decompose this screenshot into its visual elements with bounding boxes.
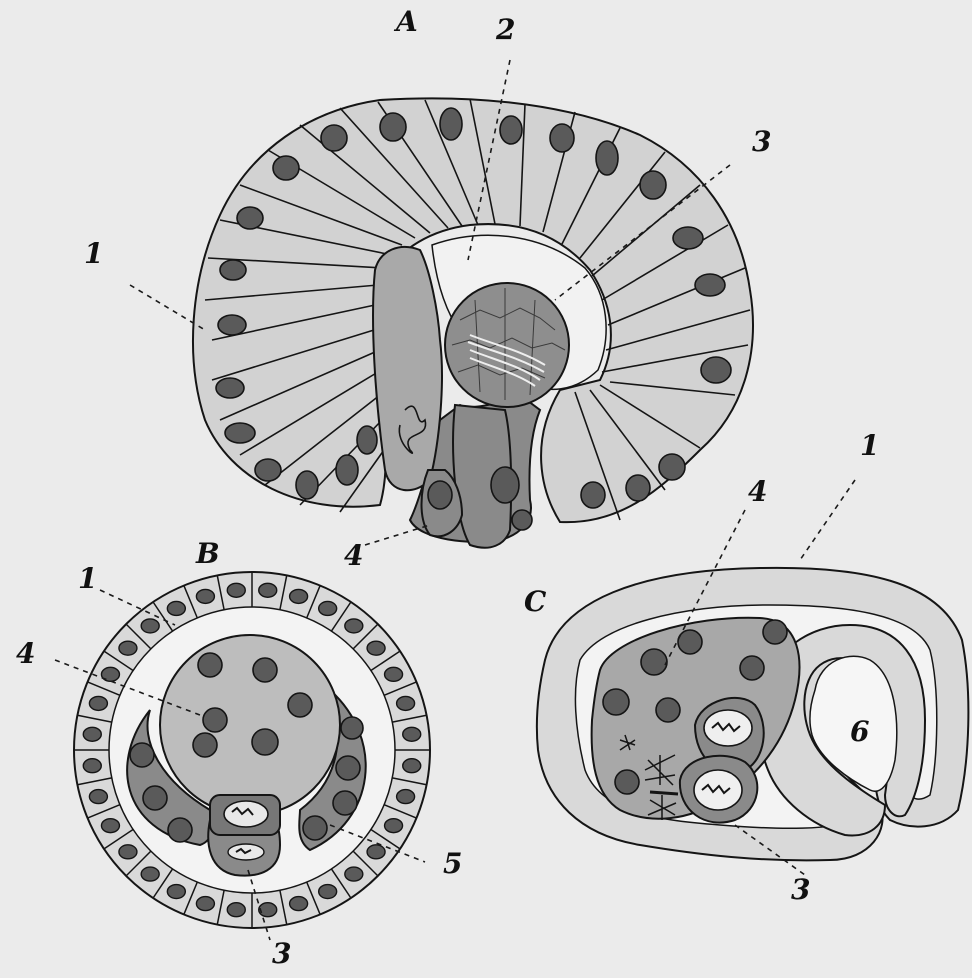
panel-b-drawing (55, 572, 430, 940)
cell-nucleus (259, 903, 277, 917)
label-b-1: 1 (78, 565, 97, 593)
cell-nucleus (403, 727, 421, 741)
panel-a-dividing-cell (445, 283, 569, 407)
label-b-5: 5 (443, 850, 462, 878)
panel-label-a: A (396, 8, 418, 36)
label-a-1: 1 (84, 240, 103, 268)
cell-nucleus (319, 885, 337, 899)
panel-a-drawing (130, 60, 753, 548)
cell-nucleus (119, 641, 137, 655)
cell-nucleus (367, 641, 385, 655)
cell-nucleus (89, 696, 107, 710)
cell-nucleus (397, 790, 415, 804)
cell-nucleus (290, 589, 308, 603)
cell-nucleus (290, 897, 308, 911)
cell-nucleus (83, 727, 101, 741)
cell-nucleus (227, 903, 245, 917)
cell-nucleus (345, 867, 363, 881)
cell-nucleus (385, 819, 403, 833)
label-b-3: 3 (272, 940, 291, 968)
cell-nucleus (141, 619, 159, 633)
cell-nucleus (385, 667, 403, 681)
cell-nucleus (101, 819, 119, 833)
panel-label-b: B (196, 540, 220, 568)
cell-nucleus (167, 601, 185, 615)
cell-nucleus (259, 583, 277, 597)
cell-nucleus (319, 601, 337, 615)
cell-nucleus (83, 759, 101, 773)
label-c-6: 6 (850, 718, 869, 746)
label-c-4: 4 (748, 478, 767, 506)
cell-nucleus (89, 790, 107, 804)
cell-nucleus (367, 845, 385, 859)
cell-nucleus (227, 583, 245, 597)
label-c-3: 3 (791, 876, 810, 904)
cell-nucleus (345, 619, 363, 633)
cell-nucleus (196, 897, 214, 911)
panel-c-drawing (537, 480, 969, 875)
label-a-3: 3 (752, 128, 771, 156)
cell-nucleus (196, 589, 214, 603)
cell-nucleus (141, 867, 159, 881)
panel-label-c: C (524, 588, 546, 616)
label-a-4: 4 (344, 542, 363, 570)
label-c-1: 1 (860, 432, 879, 460)
cell-nucleus (397, 696, 415, 710)
cell-nucleus (119, 845, 137, 859)
label-b-4: 4 (16, 640, 35, 668)
label-a-2: 2 (496, 16, 515, 44)
cell-nucleus (167, 885, 185, 899)
cell-nucleus (403, 759, 421, 773)
